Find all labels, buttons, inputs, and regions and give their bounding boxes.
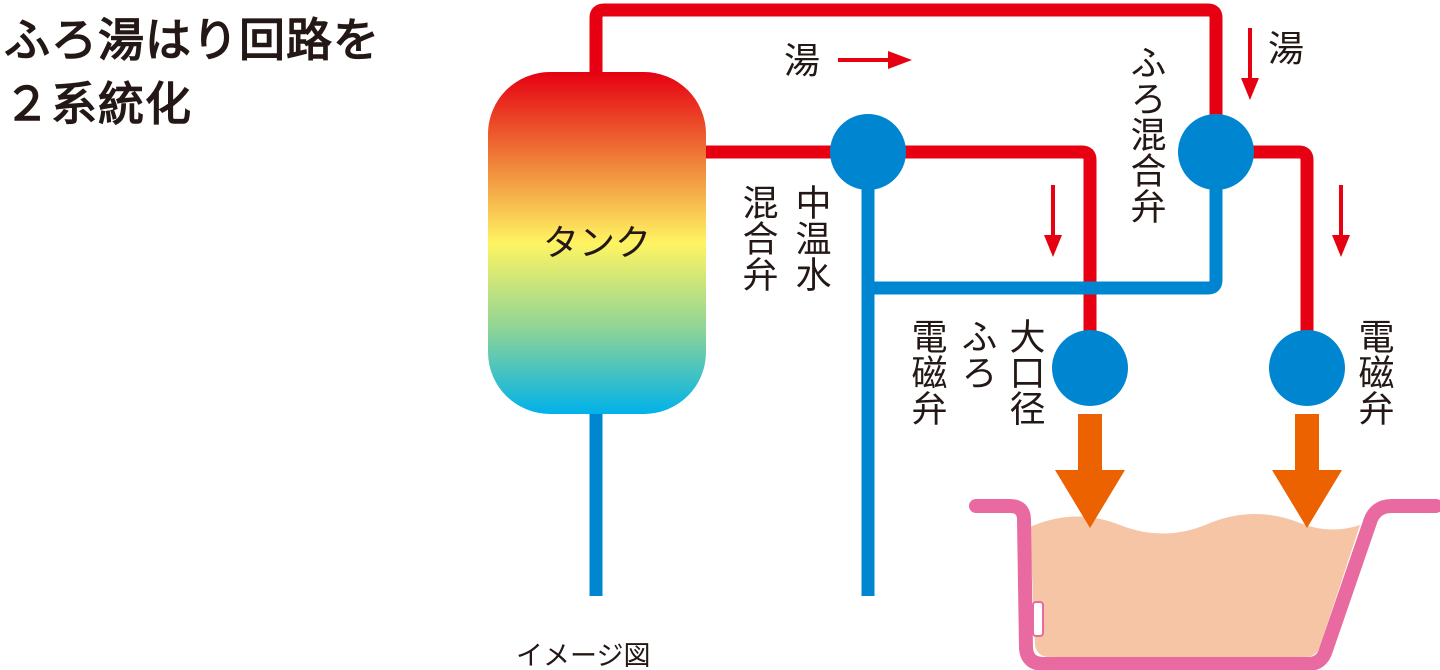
tank — [488, 72, 706, 414]
hot-pipe-top-loop — [589, 3, 1223, 150]
tank-label: タンク — [543, 223, 651, 264]
bathtub — [969, 499, 1440, 670]
large-diameter-solenoid-valve — [1052, 330, 1128, 406]
cold-pipes — [589, 152, 1223, 596]
solenoid-valve-right-label: 電磁弁 — [1353, 318, 1395, 426]
bath-mixing-valve-label: ふろ混合弁 — [1125, 44, 1166, 224]
hot-water-label-right: 湯 — [1268, 29, 1304, 70]
bath-rim — [969, 499, 1440, 670]
cold-pipe-to-bath-mixer — [868, 152, 1223, 295]
large-diameter-label: 大口径 — [1004, 318, 1045, 426]
arrow-down-icon — [1044, 185, 1062, 257]
mid-temp-water-label: 中温水 — [790, 184, 831, 292]
mixing-valve-label: 混合弁 — [737, 184, 778, 292]
title-line-1: ふろ湯はり回路を — [4, 13, 380, 67]
bath-water — [1030, 514, 1360, 657]
bath-mixing-valve — [1178, 114, 1254, 190]
hot-water-label-top: 湯 — [784, 41, 820, 82]
arrow-down-icon — [1241, 28, 1259, 100]
arrow-down-icon — [1272, 414, 1342, 528]
arrow-down-icon — [1055, 414, 1125, 528]
right-solenoid-valve — [1269, 330, 1345, 406]
title-line-2: ２系統化 — [4, 77, 192, 131]
mid-temp-mixing-valve — [830, 114, 906, 190]
bath-label: ふろ — [956, 318, 997, 390]
hot-pipe-to-large-valve — [868, 145, 1097, 355]
image-caption: イメージ図 — [516, 641, 650, 670]
arrow-down-icon — [1332, 185, 1350, 257]
hot-pipes — [589, 3, 1314, 355]
arrow-right-icon — [838, 51, 912, 69]
hot-flow-arrows — [838, 28, 1350, 257]
bath-flow-arrows — [1055, 414, 1342, 528]
bath-drain — [1032, 601, 1044, 637]
solenoid-valve-left-label: 電磁弁 — [906, 318, 948, 426]
hot-pipe-to-right-valve — [1216, 145, 1314, 355]
